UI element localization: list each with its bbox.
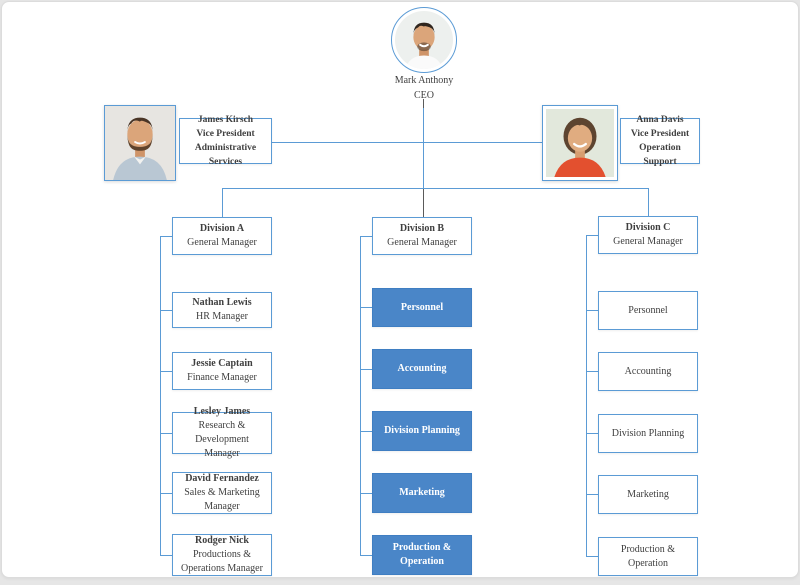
vp-name: Anna Davis xyxy=(636,114,684,125)
ceo-name: Mark Anthony xyxy=(394,75,454,86)
dept-label: Personnel xyxy=(400,301,444,313)
node-b-production-operation[interactable]: Production & Operation xyxy=(372,535,472,575)
connector-stub xyxy=(586,310,598,311)
connector-stub xyxy=(160,371,172,372)
connector-ceo-stub xyxy=(423,99,424,108)
ceo-avatar[interactable] xyxy=(391,7,457,73)
dept-label: Division Planning xyxy=(384,425,460,436)
connector-spine-b xyxy=(360,236,361,555)
person-title: Productions & Operations Manager xyxy=(181,549,263,574)
division-name: Division B xyxy=(399,223,445,234)
node-c-accounting[interactable]: Accounting xyxy=(598,352,698,391)
vp-department: Operation Support xyxy=(639,143,681,168)
vp-title: Vice President xyxy=(196,128,255,139)
man-portrait-icon xyxy=(395,11,453,69)
connector-stub xyxy=(160,236,172,237)
dept-label: Personnel xyxy=(628,304,668,316)
connector-spine-a xyxy=(160,236,161,555)
person-name: Lesley James xyxy=(193,406,251,417)
node-c-marketing[interactable]: Marketing xyxy=(598,475,698,514)
dept-label: Accounting xyxy=(624,365,672,377)
node-c-personnel[interactable]: Personnel xyxy=(598,291,698,330)
person-title: HR Manager xyxy=(196,311,248,322)
node-nathan-lewis[interactable]: Nathan Lewis HR Manager xyxy=(172,292,272,328)
node-b-marketing[interactable]: Marketing xyxy=(372,473,472,513)
node-b-accounting[interactable]: Accounting xyxy=(372,349,472,389)
node-b-division-planning[interactable]: Division Planning xyxy=(372,411,472,451)
division-title: General Manager xyxy=(387,237,457,248)
man-portrait-icon xyxy=(105,106,175,180)
person-name: Nathan Lewis xyxy=(192,297,252,308)
dept-label: Accounting xyxy=(397,363,447,374)
connector-stub xyxy=(586,433,598,434)
connector-drop-division-c xyxy=(648,188,649,217)
connector-stub xyxy=(160,555,172,556)
connector-stub xyxy=(586,556,598,557)
vp-anna-node[interactable]: Anna Davis Vice President Operation Supp… xyxy=(620,115,700,167)
division-a-node[interactable]: Division A General Manager xyxy=(172,217,272,255)
connector-stub xyxy=(360,307,372,308)
connector-stub xyxy=(360,431,372,432)
division-name: Division C xyxy=(625,222,671,233)
connector-drop-division-b xyxy=(423,189,424,217)
connector-stub xyxy=(360,555,372,556)
connector-divisions-horizontal xyxy=(222,188,649,189)
division-c-node[interactable]: Division C General Manager xyxy=(598,216,698,254)
connector-stub xyxy=(360,236,372,237)
person-name: David Fernandez xyxy=(185,473,259,484)
connector-stub xyxy=(586,371,598,372)
connector-stub xyxy=(360,369,372,370)
node-c-production-operation[interactable]: Production & Operation xyxy=(598,537,698,576)
vp-james-node[interactable]: James Kirsch Vice President Administrati… xyxy=(179,115,272,167)
node-b-personnel[interactable]: Personnel xyxy=(372,288,472,327)
dept-label: Production & Operation xyxy=(620,543,676,569)
connector-spine-c xyxy=(586,235,587,556)
connector-stub xyxy=(360,493,372,494)
ceo-node[interactable]: Mark Anthony CEO xyxy=(364,74,484,103)
connector-ceo-vertical xyxy=(423,108,424,189)
ceo-title: CEO xyxy=(414,89,434,101)
person-name: Rodger Nick xyxy=(195,535,249,546)
vp-title: Vice President xyxy=(630,128,690,139)
node-c-division-planning[interactable]: Division Planning xyxy=(598,414,698,453)
dept-label: Marketing xyxy=(627,488,669,500)
vp-name: James Kirsch xyxy=(197,114,254,125)
node-lesley-james[interactable]: Lesley James Research & Development Mana… xyxy=(172,406,272,459)
connector-stub xyxy=(160,493,172,494)
connector-stub xyxy=(160,433,172,434)
node-rodger-nick[interactable]: Rodger Nick Productions & Operations Man… xyxy=(172,534,272,576)
connector-drop-division-a xyxy=(222,188,223,217)
person-title: Research & Development Manager xyxy=(195,420,249,459)
connector-stub xyxy=(586,235,598,236)
dept-label: Production & Operation xyxy=(392,542,452,567)
division-b-node[interactable]: Division B General Manager xyxy=(372,217,472,255)
vp-james-photo[interactable] xyxy=(104,105,176,181)
person-title: Finance Manager xyxy=(187,372,257,383)
connector-stub xyxy=(160,310,172,311)
node-david-fernandez[interactable]: David Fernandez Sales & Marketing Manage… xyxy=(172,472,272,514)
node-jessie-captain[interactable]: Jessie Captain Finance Manager xyxy=(172,352,272,390)
vp-anna-photo[interactable] xyxy=(542,105,618,181)
dept-label: Marketing xyxy=(399,487,445,498)
person-name: Jessie Captain xyxy=(191,358,253,369)
connector-vp-horizontal xyxy=(272,142,542,143)
connector-stub xyxy=(586,494,598,495)
division-title: General Manager xyxy=(613,236,683,247)
division-name: Division A xyxy=(199,223,245,234)
division-title: General Manager xyxy=(187,237,257,248)
dept-label: Division Planning xyxy=(611,427,685,439)
woman-portrait-icon xyxy=(546,109,614,177)
vp-department: Administrative Services xyxy=(194,143,257,168)
person-title: Sales & Marketing Manager xyxy=(184,487,260,512)
